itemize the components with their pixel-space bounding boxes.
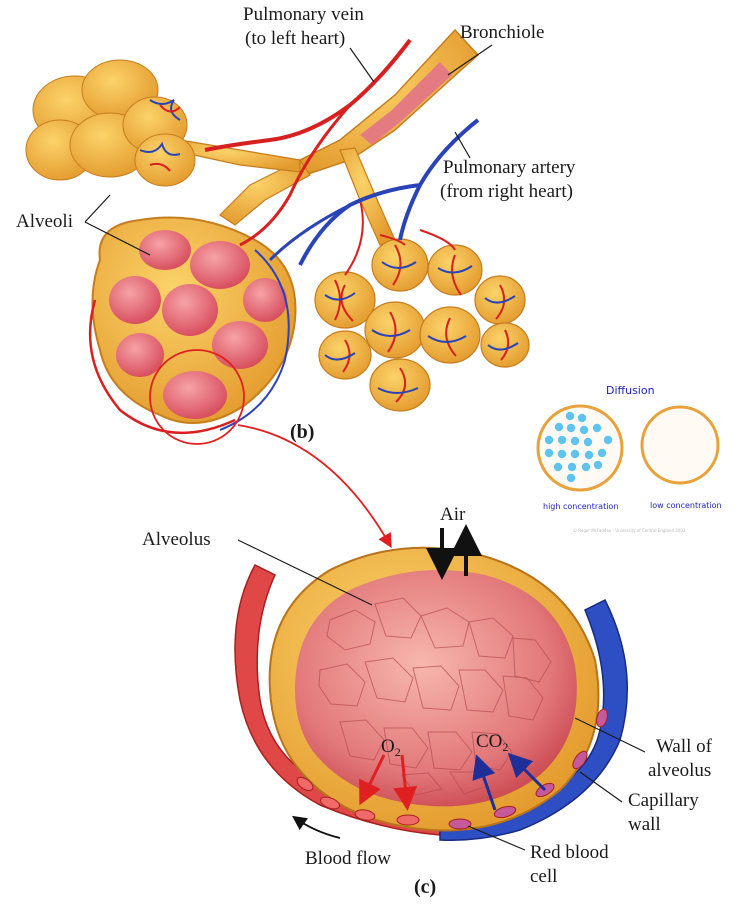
label-red-blood-cell-sub: cell <box>530 866 557 887</box>
cutaway-alveoli-cluster <box>90 218 295 433</box>
leader-alveoli-1 <box>85 195 110 222</box>
panel-label-c: (c) <box>414 876 436 898</box>
zoom-connector-arrow <box>238 425 390 545</box>
upper-alveoli-cluster <box>26 60 195 186</box>
low-concentration-cell <box>642 407 718 483</box>
label-pulmonary-vein-sub: (to left heart) <box>245 28 345 49</box>
label-red-blood-cell: Red blood <box>530 842 609 863</box>
label-air: Air <box>440 504 466 525</box>
panel-c-illustration <box>235 528 627 840</box>
label-pulmonary-vein: Pulmonary vein <box>243 4 364 25</box>
bronchiole-lumen <box>360 62 452 145</box>
leader-pulmonary-vein <box>350 48 374 82</box>
label-wall-of-alveolus-sub: alveolus <box>648 760 711 781</box>
label-alveolus: Alveolus <box>142 529 211 550</box>
panel-b-illustration <box>26 30 529 545</box>
label-low-concentration: low concentration <box>650 501 722 510</box>
panel-label-b: (b) <box>290 421 314 443</box>
label-pulmonary-artery: Pulmonary artery <box>443 157 576 178</box>
blood-flow-arrow <box>295 818 340 838</box>
label-blood-flow: Blood flow <box>305 848 391 869</box>
bronchiole-tube <box>300 30 478 175</box>
diffusion-title: Diffusion <box>606 384 655 397</box>
diffusion-copyright: © Roger McFadden - University of Central… <box>573 528 686 533</box>
leader-pulmonary-artery <box>455 132 470 158</box>
label-alveoli: Alveoli <box>16 211 73 232</box>
label-wall-of-alveolus: Wall of <box>656 736 713 757</box>
label-high-concentration: high concentration <box>543 502 618 511</box>
label-capillary-wall-sub: wall <box>628 814 661 835</box>
diffusion-inset: Diffusion high concentration low concent… <box>538 384 722 533</box>
label-capillary-wall: Capillary <box>628 790 699 811</box>
capillary-alveoli-cluster <box>315 200 529 411</box>
label-bronchiole: Bronchiole <box>460 22 544 43</box>
label-pulmonary-artery-sub: (from right heart) <box>440 181 573 202</box>
